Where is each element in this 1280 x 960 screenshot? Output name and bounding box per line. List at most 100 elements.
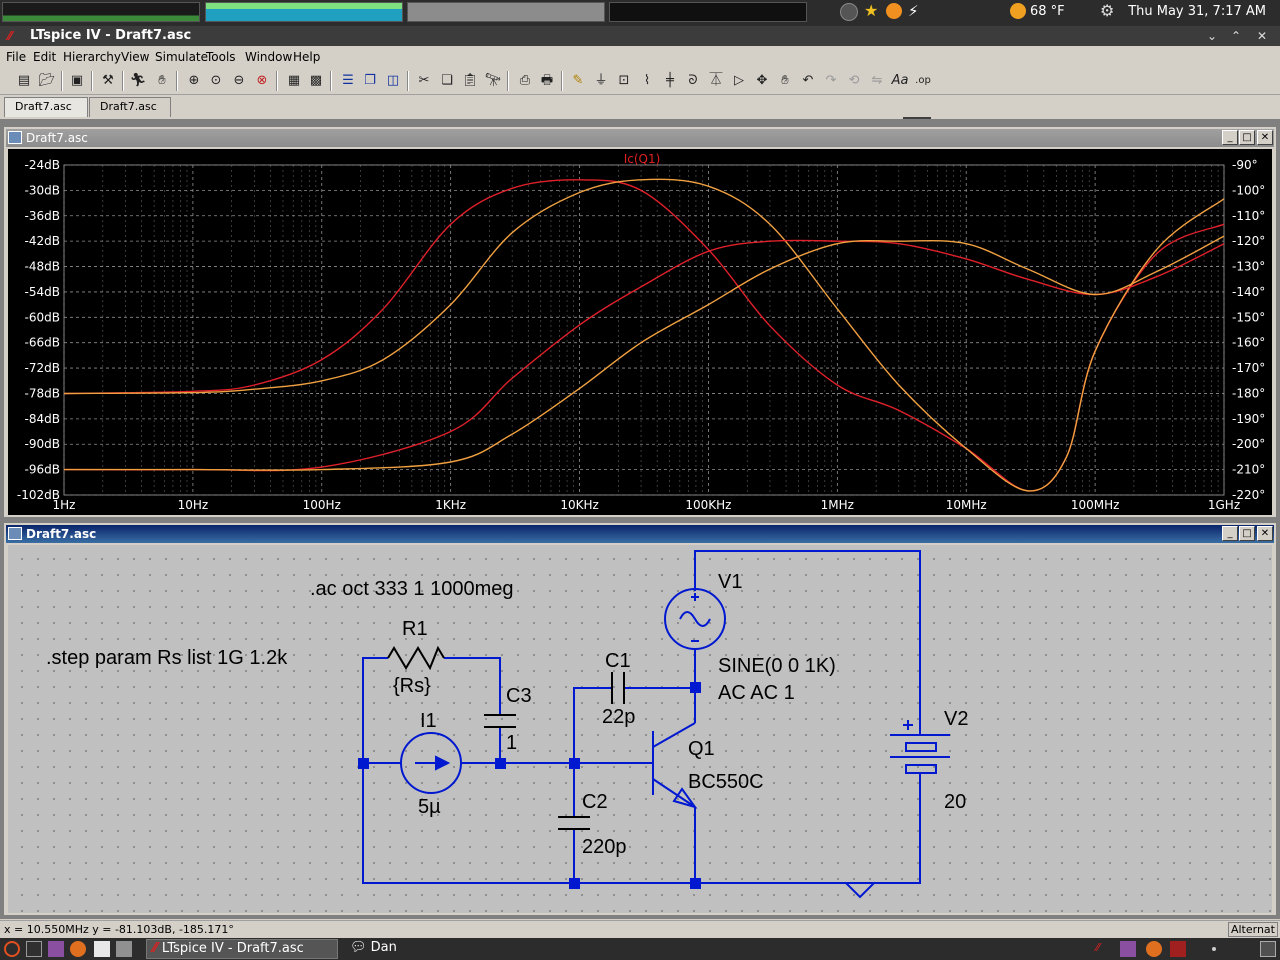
zoom-out-icon[interactable]: ⊖	[233, 73, 245, 88]
schematic-close-button[interactable]: ✕	[1257, 526, 1273, 541]
capacitor-c2[interactable]	[558, 816, 590, 830]
run-icon[interactable]: 🏃︎	[129, 73, 147, 88]
ltspice-tray-icon-2[interactable]	[1170, 941, 1186, 957]
v1-name[interactable]: V1	[718, 571, 742, 593]
schematic-minimize-button[interactable]: _	[1222, 526, 1238, 541]
q1-value[interactable]: BC550C	[688, 771, 764, 793]
voltage-source-v1[interactable]	[664, 588, 726, 650]
zoom-fit-icon[interactable]: ⊗	[256, 73, 268, 88]
move-icon[interactable]: ✥	[756, 73, 768, 88]
text-icon[interactable]: Aa	[891, 73, 909, 88]
control-panel-icon[interactable]: ⚒	[102, 73, 114, 88]
window-minimize-button[interactable]: ⌄	[1206, 29, 1218, 43]
capacitor-c3[interactable]	[484, 714, 516, 728]
diode-icon[interactable]: ⏄	[709, 73, 723, 88]
emacs-icon[interactable]	[48, 941, 64, 957]
trace-label[interactable]: Ic(Q1)	[624, 152, 661, 166]
series-line-2[interactable]	[63, 239, 1225, 472]
window-titlebar[interactable]: ⁄⁄ LTspice IV - Draft7.asc ⌄ ⌃ ✕	[0, 26, 1280, 46]
save-icon[interactable]: ▣	[70, 73, 84, 88]
schematic-canvas[interactable]: .ac oct 333 1 1000meg .step param Rs lis…	[8, 545, 1272, 913]
print-setup-icon[interactable]: ⎙	[519, 73, 531, 88]
open-folder-icon[interactable]: 📂︎	[38, 73, 56, 88]
mirror-icon[interactable]: ⇋	[871, 73, 883, 88]
series-line-3[interactable]	[64, 235, 1225, 471]
menu-file[interactable]: File	[6, 50, 27, 64]
schematic-window-titlebar[interactable]: Draft7.asc _ □ ✕	[6, 525, 1274, 543]
new-schematic-icon[interactable]: ▤	[17, 73, 31, 88]
c3-name[interactable]: C3	[506, 685, 532, 707]
c2-name[interactable]: C2	[582, 791, 608, 813]
menu-help[interactable]: Help	[293, 50, 321, 64]
settings-gear-icon[interactable]: ⚙	[1100, 1, 1115, 20]
taskbar-dan[interactable]: 💬︎ Dan	[344, 939, 454, 959]
v2-name[interactable]: V2	[944, 708, 968, 730]
tab-draft7-schematic[interactable]: Draft7.asc	[89, 97, 171, 117]
waveform-close-button[interactable]: ✕	[1257, 130, 1273, 145]
paste-icon[interactable]: 📋︎	[461, 73, 479, 88]
star-icon[interactable]: ★	[864, 1, 879, 20]
firefox-icon[interactable]	[70, 941, 86, 957]
inductor-icon[interactable]: ᘐ	[688, 73, 698, 88]
window-close-button[interactable]: ✕	[1256, 29, 1268, 43]
schematic-window[interactable]: Draft7.asc _ □ ✕	[4, 523, 1276, 915]
undo-icon[interactable]: ↶	[802, 73, 814, 88]
resistor-icon[interactable]: ⌇	[643, 73, 651, 88]
cascade-icon[interactable]: ❐	[364, 73, 376, 88]
menu-view[interactable]: View	[121, 50, 150, 64]
zoom-in-icon[interactable]: ⊕	[188, 73, 200, 88]
label-net-icon[interactable]: ⊡	[618, 73, 630, 88]
wires[interactable]	[362, 550, 921, 884]
tile-vertical-icon[interactable]: ◫	[386, 73, 400, 88]
v1-value-sine[interactable]: SINE(0 0 1K)	[718, 655, 836, 677]
grid-icon[interactable]: ▩	[309, 73, 323, 88]
ac-directive[interactable]: .ac oct 333 1 1000meg	[310, 578, 513, 600]
find-icon[interactable]: 🔭︎	[484, 73, 502, 88]
v1-value-ac[interactable]: AC AC 1	[718, 682, 795, 704]
r1-value[interactable]: {Rs}	[393, 675, 431, 697]
text-editor-icon[interactable]	[94, 941, 110, 957]
menu-window[interactable]: Window	[245, 50, 293, 64]
bitcoin-icon[interactable]	[886, 3, 902, 19]
schematic-maximize-button[interactable]: □	[1239, 526, 1255, 541]
emacs-tray-icon[interactable]	[1120, 941, 1136, 957]
c1-name[interactable]: C1	[605, 650, 631, 672]
battery-v2[interactable]	[890, 720, 950, 783]
autorange-icon[interactable]: ▦	[287, 73, 301, 88]
waveform-maximize-button[interactable]: □	[1239, 130, 1255, 145]
drag-icon[interactable]: ✋︎	[781, 73, 789, 88]
ltspice-tray-icon[interactable]: ⁄⁄	[1096, 941, 1100, 954]
power-icon[interactable]: ⚡	[908, 2, 919, 20]
c2-value[interactable]: 220p	[582, 836, 627, 858]
media-play-icon[interactable]	[840, 3, 858, 21]
component-icon[interactable]: ▷	[734, 73, 744, 88]
series-line-1[interactable]	[63, 178, 1225, 492]
q1-name[interactable]: Q1	[688, 738, 715, 760]
draw-wire-icon[interactable]: ✎	[572, 73, 584, 88]
ground-icon[interactable]: ⏚	[594, 73, 608, 88]
menu-hierarchy[interactable]: Hierarchy	[63, 50, 122, 64]
redo-icon[interactable]: ↷	[825, 73, 837, 88]
tile-horizontal-icon[interactable]: ☰	[342, 73, 354, 88]
halt-icon[interactable]: ✋︎	[158, 73, 166, 88]
firefox-tray-icon[interactable]	[1146, 941, 1162, 957]
step-directive[interactable]: .step param Rs list 1G 1.2k	[46, 647, 288, 669]
ubuntu-menu-icon[interactable]	[4, 941, 20, 957]
capacitor-icon[interactable]: ╪	[666, 73, 674, 88]
waveform-minimize-button[interactable]: _	[1222, 130, 1238, 145]
current-source-i1[interactable]	[400, 732, 462, 794]
v2-value[interactable]: 20	[944, 791, 966, 813]
system-clock[interactable]: Thu May 31, 7:17 AM	[1128, 4, 1266, 19]
schematic-svg[interactable]: .ac oct 333 1 1000meg .step param Rs lis…	[8, 545, 1272, 913]
ground-symbol[interactable]	[845, 882, 875, 899]
window-maximize-button[interactable]: ⌃	[1230, 29, 1242, 43]
resistor-r1[interactable]	[387, 645, 445, 671]
transistor-q1[interactable]	[652, 722, 698, 809]
show-desktop-icon[interactable]	[1260, 941, 1276, 957]
terminal-icon[interactable]	[26, 941, 42, 957]
taskbar-ltspice[interactable]: ⁄⁄ LTspice IV - Draft7.asc	[146, 939, 338, 959]
spice-directive-icon[interactable]: .op	[915, 75, 931, 86]
